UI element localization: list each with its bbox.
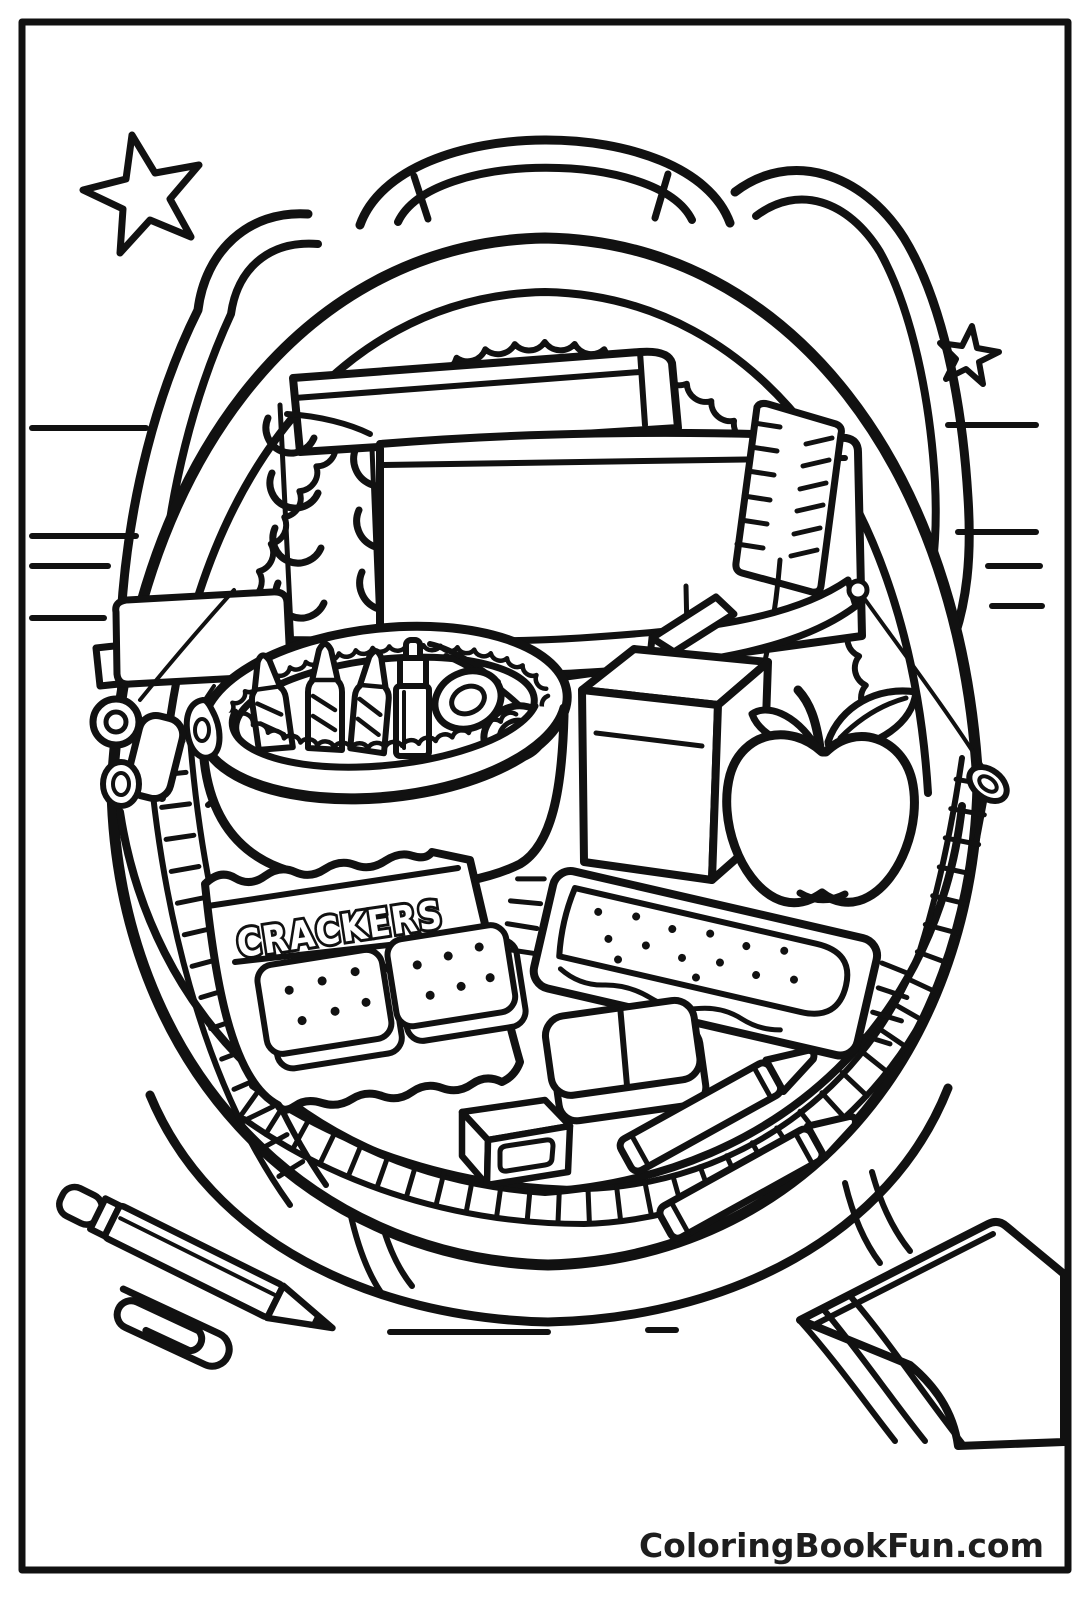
- closed-book: [796, 1217, 1068, 1450]
- book-cover-edge: [809, 1231, 996, 1329]
- opening-inner-rim: [158, 288, 932, 802]
- cracker-top: [384, 922, 519, 1030]
- wrapper-fringe-left: [504, 876, 547, 956]
- apple-stem: [793, 685, 825, 753]
- apple-bottom: [796, 889, 849, 904]
- eraser-divider: [617, 1006, 631, 1089]
- sandwich-cracker: [254, 946, 405, 1072]
- pull-cord-right: [862, 596, 984, 768]
- pull-ring-hole: [103, 709, 129, 735]
- pull-cord-left: [138, 588, 236, 702]
- seam: [842, 1180, 883, 1266]
- pencil-case: [183, 621, 572, 892]
- bar: [556, 885, 851, 1017]
- ruler-ticks-right: [788, 435, 835, 559]
- bag-seal-line: [205, 865, 461, 909]
- crayon: [305, 641, 345, 753]
- crayon-stripes: [309, 677, 341, 733]
- crayons-in-case: [248, 641, 392, 757]
- pull-link: [204, 684, 216, 700]
- strap-rail: [145, 739, 293, 1208]
- crackers-bag: CRACKERS: [201, 848, 529, 1114]
- handle-seam: [651, 170, 672, 222]
- ruler: [732, 399, 845, 596]
- book-pages: [798, 1319, 898, 1444]
- star-large-icon: [79, 131, 203, 257]
- pull-ring-right: [966, 764, 1010, 804]
- handle-inner: [394, 163, 696, 226]
- granola-bar: [504, 867, 910, 1060]
- crayon-pair: [616, 1046, 859, 1242]
- seam: [869, 1169, 913, 1254]
- case-zipper-pull: [183, 684, 223, 761]
- top-handle: [355, 135, 735, 230]
- crayon-rings: [628, 1064, 774, 1169]
- pull-ring-right-hole: [977, 774, 999, 794]
- cover-edge: [284, 411, 373, 437]
- backpack-base-edge: [145, 1083, 953, 1327]
- cracker-top: [254, 946, 395, 1057]
- handle-seam: [410, 172, 432, 223]
- page-frame: [18, 18, 1072, 1574]
- pencil-sharpener: [458, 1096, 574, 1189]
- paperclip-wire: [113, 1285, 233, 1370]
- straw-upper: [648, 593, 738, 656]
- zipper-pulls: [89, 578, 1010, 809]
- pull-ring-left: [89, 695, 143, 749]
- cracker-dots: [284, 967, 371, 1026]
- book-pages: [848, 1294, 965, 1446]
- box-crease: [593, 730, 705, 749]
- watermark: ColoringBookFun.com: [639, 1526, 1044, 1565]
- crayon-rings: [668, 1130, 816, 1236]
- slider-right: [846, 578, 870, 602]
- box-front: [578, 686, 722, 884]
- apple-body: [722, 730, 919, 908]
- band-rail: [249, 755, 965, 1192]
- seam: [347, 1209, 385, 1297]
- bar-dots: [594, 907, 798, 984]
- pull-hole: [193, 717, 211, 743]
- strap-edge: [730, 166, 974, 643]
- crayon: [347, 648, 392, 757]
- leaf-vein: [837, 695, 909, 741]
- cracker-dots: [412, 942, 495, 1000]
- pencil: [56, 1183, 336, 1332]
- scissor-handle-hole: [449, 683, 487, 717]
- paperclip: [113, 1285, 233, 1370]
- folder-edge: [292, 369, 643, 401]
- ruler-ticks-left: [734, 420, 783, 551]
- folder: [289, 347, 682, 456]
- wrapper-fringe-right: [862, 960, 910, 1047]
- crayon-tip: [803, 1112, 859, 1162]
- sandwich-cracker: [384, 922, 529, 1044]
- pull-oval-hole: [111, 771, 131, 797]
- case-front-rim-inner: [228, 702, 539, 771]
- apple: [722, 685, 920, 908]
- handle-outer: [355, 135, 735, 230]
- folder-fold: [637, 349, 648, 428]
- sharpener-hole: [497, 1137, 556, 1174]
- pull-oval-left: [100, 759, 142, 809]
- book-pages: [821, 1307, 928, 1444]
- pencil-edge-line: [118, 1216, 277, 1297]
- pencil-wood: [263, 1282, 336, 1332]
- eraser: [541, 996, 710, 1125]
- crayon-stripes: [355, 682, 388, 737]
- pencil-lead: [309, 1313, 333, 1329]
- book-cover: [796, 1217, 1068, 1450]
- pull-body: [183, 697, 223, 761]
- crayon-tip: [762, 1046, 818, 1096]
- case-zipper-teeth-front-deco: [237, 710, 519, 751]
